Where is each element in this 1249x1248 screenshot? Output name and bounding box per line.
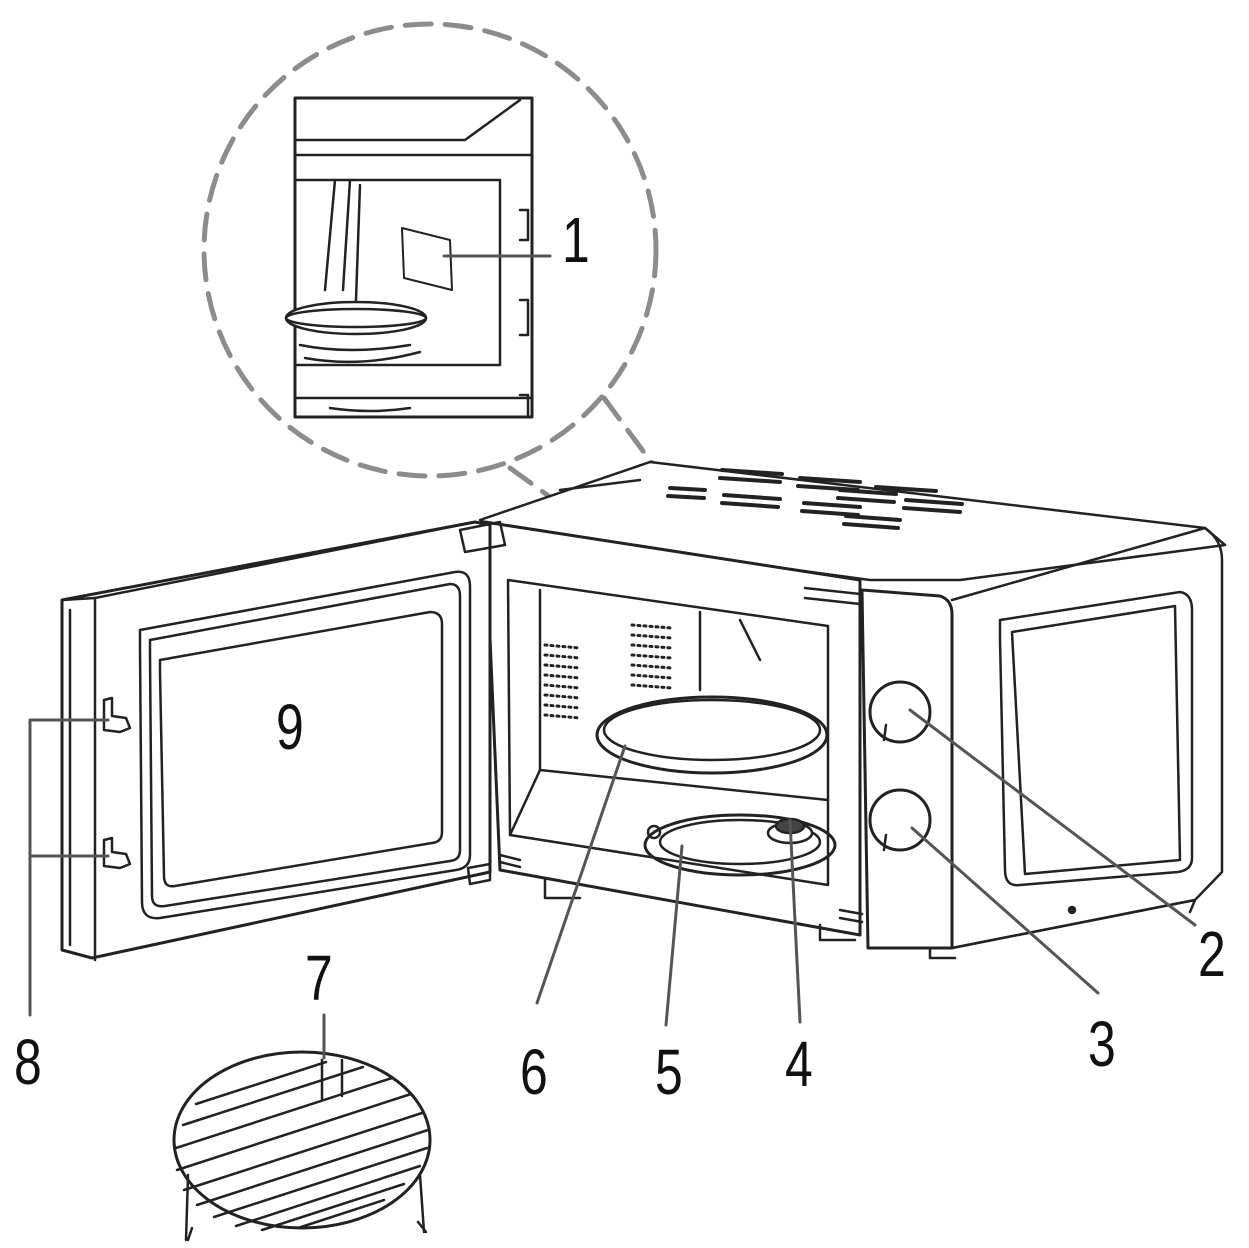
grill-rack [174, 1052, 430, 1240]
control-panel [862, 590, 952, 948]
callout-4: 4 [785, 1032, 813, 1096]
glass-tray [597, 697, 827, 773]
callout-8: 8 [14, 1030, 42, 1094]
power-knob [870, 790, 930, 850]
callout-3: 3 [1088, 1012, 1116, 1076]
callout-2: 2 [1198, 922, 1226, 986]
timer-knob [870, 682, 930, 742]
callout-5: 5 [655, 1040, 683, 1104]
callout-9: 9 [276, 695, 304, 759]
callout-6: 6 [520, 1040, 548, 1104]
callout-7: 7 [305, 946, 333, 1010]
microwave-body [480, 462, 1225, 958]
callout-1: 1 [562, 208, 590, 272]
